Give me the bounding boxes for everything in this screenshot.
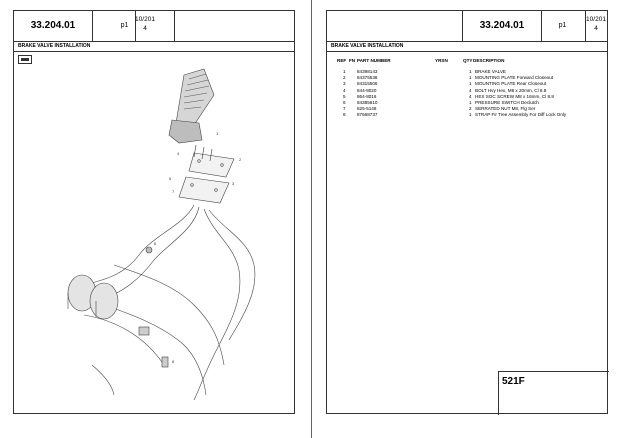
brake-valve-body <box>168 119 203 144</box>
cell-qty: 1 <box>469 112 472 118</box>
cell-qty: 1 <box>469 81 472 87</box>
cell-ref: 7 <box>343 106 346 112</box>
revision-date-line2: 4 <box>143 25 147 32</box>
callout-3: 3 <box>232 181 235 186</box>
header-blank-cell <box>92 11 175 41</box>
revision-date-line2: 4 <box>594 25 598 32</box>
cell-ref: 3 <box>343 81 346 87</box>
page-label: p1 <box>114 11 136 41</box>
cell-description: SERRATED NUT M8, Flg Ser <box>475 106 536 112</box>
section-title: BRAKE VALVE INSTALLATION <box>327 41 607 52</box>
hydraulic-hose-4 <box>208 209 256 341</box>
fitting-block <box>138 326 150 336</box>
cell-qty: 1 <box>469 100 472 105</box>
callout-5: 5 <box>169 176 172 181</box>
revision-date-line1: 10/201 <box>135 16 155 23</box>
callout-7: 7 <box>172 189 175 194</box>
mounting-plate-forward <box>188 152 235 178</box>
col-description: DESCRIPTION <box>473 58 505 63</box>
hydraulic-hose-2 <box>108 206 200 298</box>
cell-qty: 4 <box>469 87 472 93</box>
callout-6: 6 <box>154 241 157 246</box>
hydraulic-hose-7 <box>83 314 165 366</box>
model-box: 521F <box>498 371 609 415</box>
revision-date: 10/201 4 <box>585 15 607 33</box>
section-title: BRAKE VALVE INSTALLATION <box>14 41 294 52</box>
page-divider <box>311 0 312 438</box>
cell-description: BRAKE VALVE <box>475 69 506 74</box>
cell-qty: 2 <box>469 106 472 112</box>
cell-ref: 4 <box>343 87 346 93</box>
accumulator-2 <box>89 282 119 320</box>
callout-1: 1 <box>216 131 219 136</box>
header-blank-cell <box>327 11 463 41</box>
cell-part-number: 84315506 <box>357 81 378 87</box>
cell-description: MOUNTING PLATE Rear Closeout <box>475 81 547 87</box>
col-ref: REF <box>337 58 347 63</box>
hydraulic-hose-5 <box>113 264 225 366</box>
machine-icon <box>18 55 32 64</box>
cell-description: MOUNTING PLATE Forward Closeout <box>475 75 554 81</box>
col-yrsn: YRSN <box>435 58 448 63</box>
callout-8: 8 <box>172 359 175 364</box>
col-part-number: PART NUMBER <box>357 58 391 63</box>
cell-qty: 1 <box>469 75 472 81</box>
cell-qty: 1 <box>469 69 472 74</box>
doc-code: 33.204.01 <box>462 11 542 41</box>
hydraulic-hose-6 <box>103 304 207 396</box>
cell-qty: 4 <box>469 93 472 99</box>
page-label: p1 <box>540 11 586 41</box>
parts-list-page: 33.204.01 p1 10/201 4 BRAKE VALVE INSTAL… <box>326 10 609 415</box>
cell-ref: 1 <box>343 69 346 74</box>
cell-description: PRESSURE SWITCH Declutch <box>475 100 539 105</box>
cell-description: HEX SOC SCREW M8 x 16mm, Cl 8.8 <box>475 93 554 99</box>
cell-ref: 2 <box>343 75 346 81</box>
doc-code: 33.204.01 <box>14 11 93 41</box>
header: 33.204.01 p1 10/201 4 <box>327 11 607 42</box>
revision-date: 10/201 4 <box>134 15 156 33</box>
cell-part-number: 84375538 <box>357 75 378 81</box>
cell-description: STRAP Fir Tree Assembly For Diff Lock On… <box>475 112 567 118</box>
header: 33.204.01 p1 10/201 4 <box>14 11 294 42</box>
illustration-page: 33.204.01 p1 10/201 4 BRAKE VALVE INSTAL… <box>13 10 295 414</box>
cell-description: BOLT Hvy Hex, M8 x 20mm, Cl 8.8 <box>475 87 547 93</box>
cell-part-number: 87668737 <box>357 112 378 118</box>
brake-valve-diagram: 1 2 3 4 5 6 7 8 <box>67 68 256 401</box>
strap-fir-tree <box>161 356 169 368</box>
hydraulic-hose-1 <box>83 204 195 286</box>
pressure-switch <box>145 246 153 254</box>
model-number: 521F <box>502 376 525 387</box>
brake-pedal <box>175 68 215 126</box>
cell-ref: 5 <box>343 93 346 99</box>
bolt-group <box>193 144 213 162</box>
callout-4: 4 <box>177 151 180 156</box>
cell-ref: 6 <box>343 100 346 105</box>
hydraulic-hose-3 <box>193 208 241 401</box>
cell-ref: 8 <box>343 112 346 118</box>
cell-part-number: 825-5148 <box>357 106 377 112</box>
cell-part-number: 864-8016 <box>357 93 377 99</box>
revision-date-line1: 10/201 <box>586 16 606 23</box>
cell-part-number: 844-8020 <box>357 87 377 93</box>
cell-part-number: 84385610 <box>357 100 378 105</box>
col-fn: FN <box>349 58 356 63</box>
callout-2: 2 <box>239 157 242 162</box>
mounting-plate-rear <box>178 176 230 204</box>
cell-part-number: 84398143 <box>357 69 378 74</box>
col-qty: QTY <box>463 58 473 63</box>
